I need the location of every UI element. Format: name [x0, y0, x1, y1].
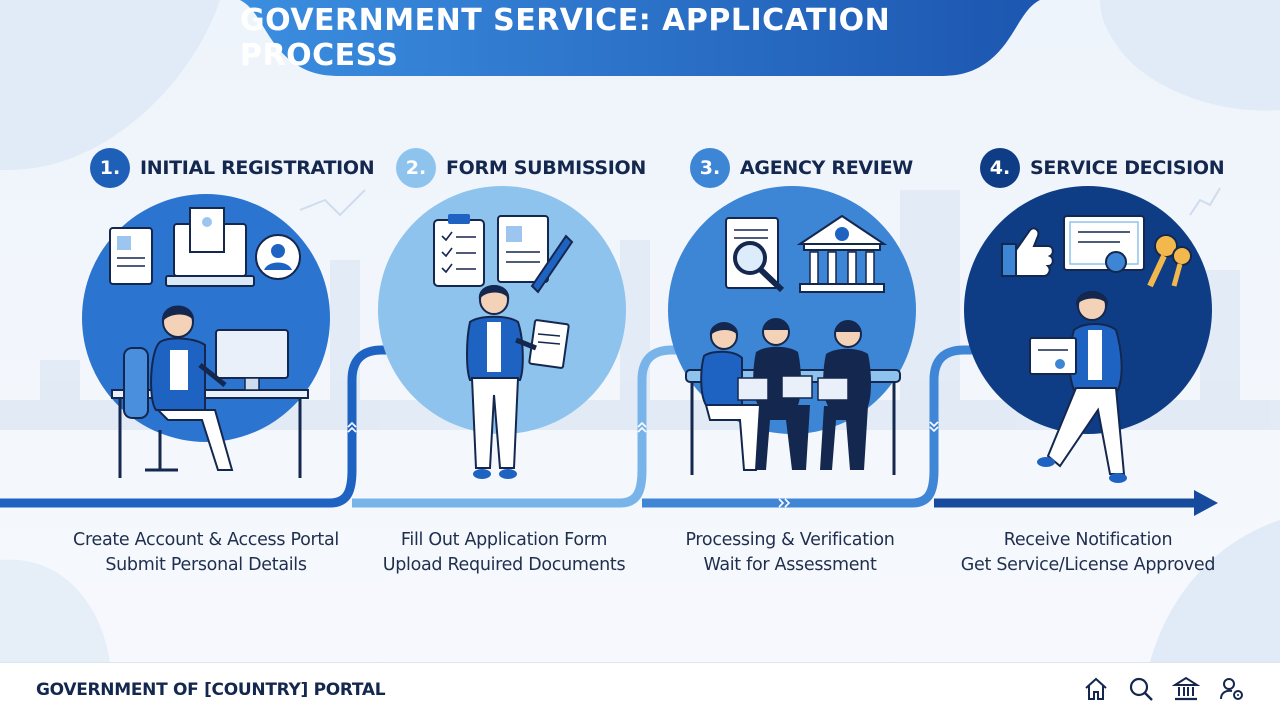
step-2-badge: 2. [396, 148, 436, 188]
step-4-badge: 4. [980, 148, 1020, 188]
step-2-description: Fill Out Application Form Upload Require… [354, 528, 654, 578]
search-icon[interactable] [1127, 675, 1155, 703]
step-2-line-1: Fill Out Application Form [400, 530, 608, 550]
step-3-badge: 3. [690, 148, 730, 188]
page-title: GOVERNMENT SERVICE: APPLICATION PROCESS [240, 3, 891, 73]
title-banner: GOVERNMENT SERVICE: APPLICATION PROCESS [240, 0, 1040, 76]
step-2-title: FORM SUBMISSION [446, 157, 646, 179]
step-4-description: Receive Notification Get Service/License… [938, 528, 1238, 578]
step-2-line-2: Upload Required Documents [382, 555, 626, 575]
step-3-description: Processing & Verification Wait for Asses… [640, 528, 940, 578]
step-1-badge: 1. [90, 148, 130, 188]
step-3-line-1: Processing & Verification [685, 530, 895, 550]
step-4-header: 4. SERVICE DECISION [980, 148, 1225, 188]
step-3-line-2: Wait for Assessment [703, 555, 877, 575]
step-1-line-2: Submit Personal Details [105, 555, 307, 575]
step-1-description: Create Account & Access Portal Submit Pe… [56, 528, 356, 578]
step-2-header: 2. FORM SUBMISSION [396, 148, 646, 188]
step-1-title: INITIAL REGISTRATION [140, 157, 375, 179]
step-1-line-1: Create Account & Access Portal [73, 530, 339, 550]
portal-name: GOVERNMENT OF [COUNTRY] PORTAL [36, 680, 386, 700]
home-icon[interactable] [1082, 675, 1110, 703]
bank-icon[interactable] [1172, 675, 1200, 703]
footer-bar: GOVERNMENT OF [COUNTRY] PORTAL [0, 662, 1280, 714]
step-4-title: SERVICE DECISION [1030, 157, 1225, 179]
step-3-title: AGENCY REVIEW [740, 157, 913, 179]
step-4-line-2: Get Service/License Approved [960, 555, 1216, 575]
user-settings-icon[interactable] [1218, 675, 1246, 703]
step-4-line-1: Receive Notification [1003, 530, 1173, 550]
step-1-header: 1. INITIAL REGISTRATION [90, 148, 375, 188]
step-3-header: 3. AGENCY REVIEW [690, 148, 913, 188]
